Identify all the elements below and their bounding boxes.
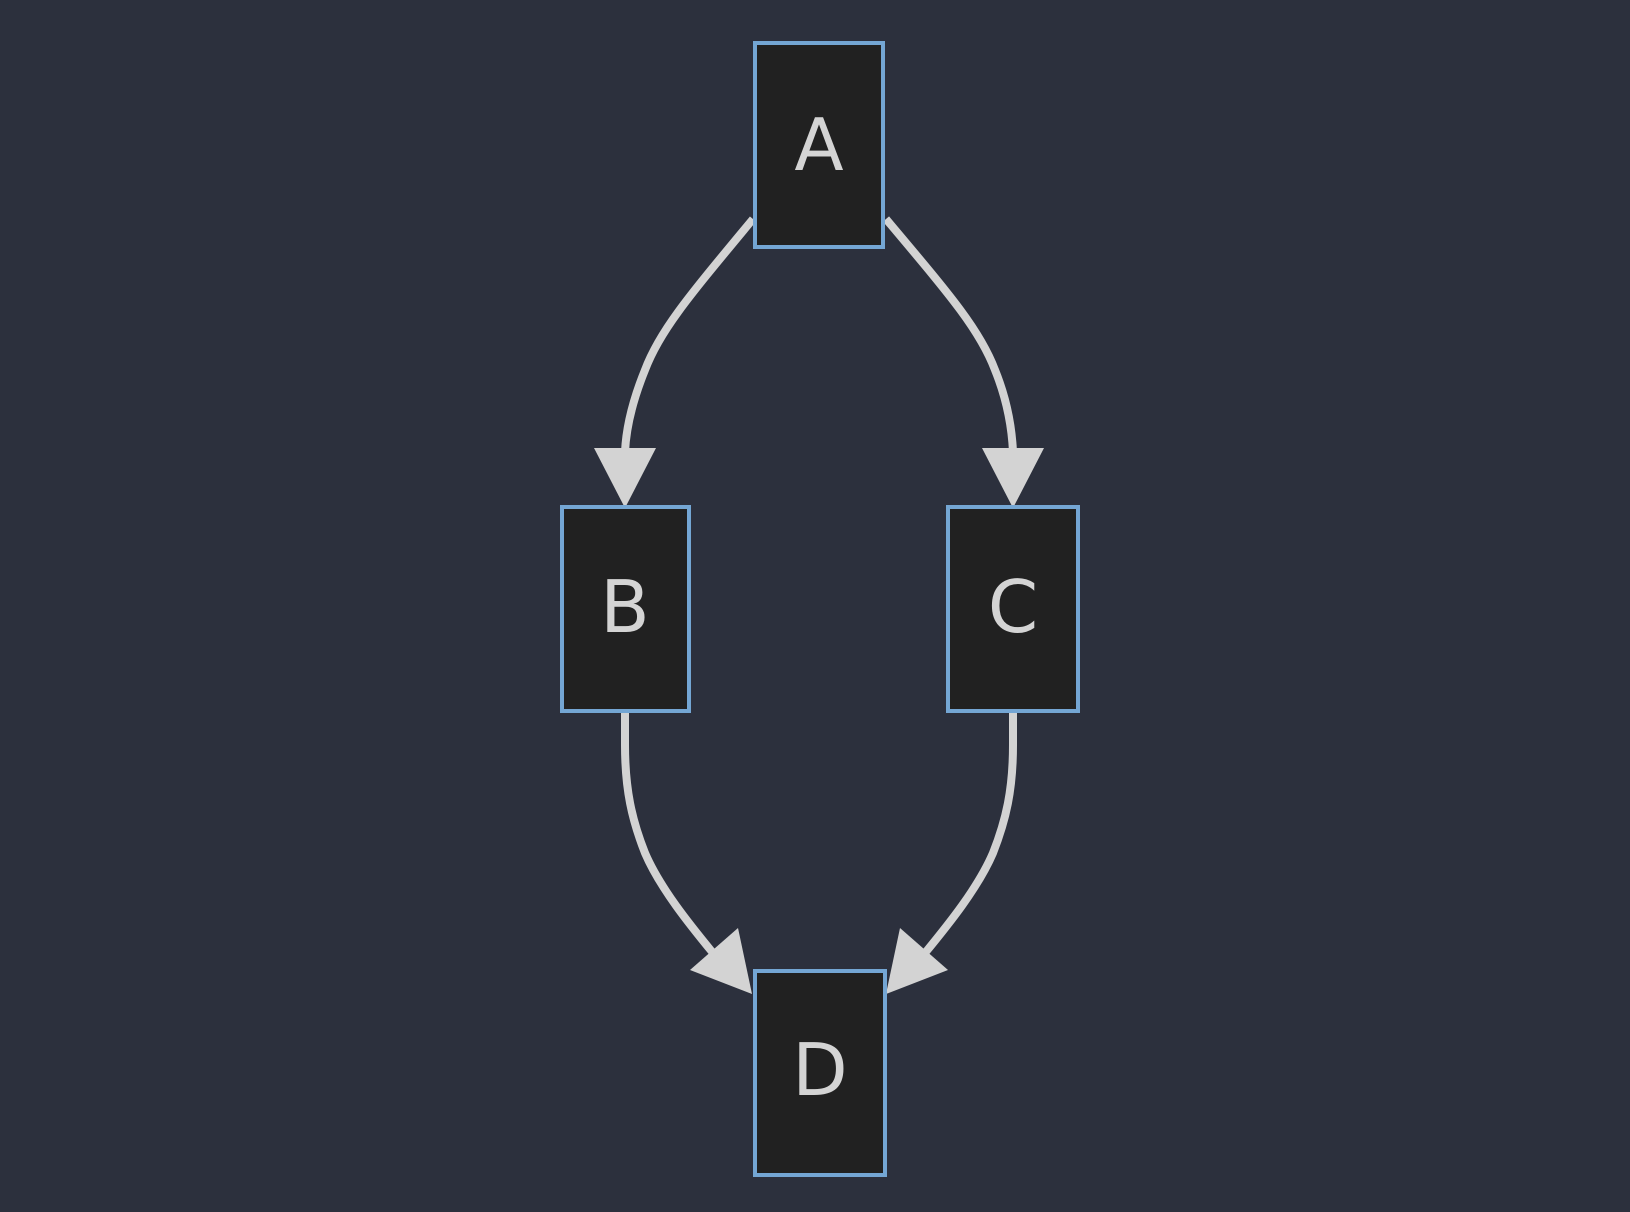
node-d[interactable]: D <box>753 969 887 1177</box>
edge-line <box>621 216 757 453</box>
edge-line <box>882 216 1017 453</box>
arrowhead-icon <box>982 448 1044 508</box>
edge-b-to-d <box>621 712 752 994</box>
arrowhead-icon <box>886 928 948 994</box>
edge-c-to-d <box>886 712 1017 994</box>
nodes: A B C D <box>560 41 1080 1177</box>
node-box <box>946 505 1080 713</box>
node-box <box>560 505 691 713</box>
node-b[interactable]: B <box>560 505 691 713</box>
arrowhead-icon <box>690 928 752 994</box>
edge-line <box>621 712 717 956</box>
node-a[interactable]: A <box>753 41 885 249</box>
node-label: C <box>988 565 1038 649</box>
node-box <box>753 41 885 249</box>
arrowhead-icon <box>594 448 656 508</box>
edges <box>594 216 1044 994</box>
node-label: B <box>600 565 649 649</box>
edge-a-to-b <box>594 216 757 508</box>
node-box <box>753 969 887 1177</box>
edge-a-to-c <box>882 216 1044 508</box>
node-c[interactable]: C <box>946 505 1080 713</box>
node-label: D <box>792 1028 847 1112</box>
node-label: A <box>794 103 843 187</box>
edge-line <box>921 712 1017 956</box>
